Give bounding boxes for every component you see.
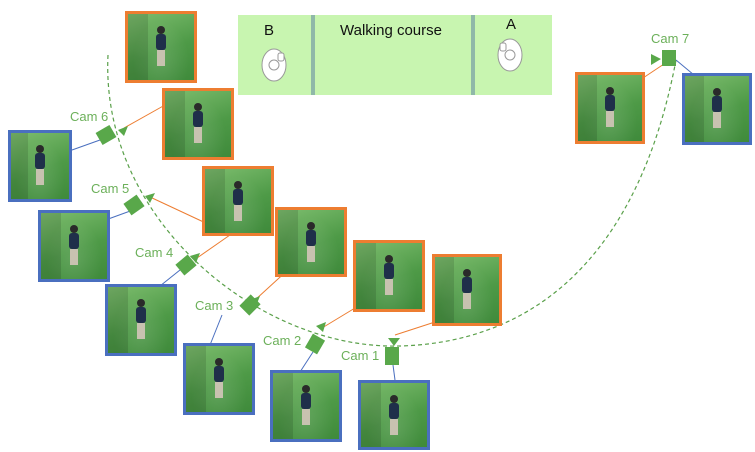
camera-2-label: Cam 2: [263, 333, 302, 348]
walker-icon-right: [497, 38, 523, 72]
thumbnail-cam7-walk-b-to-a: [682, 73, 752, 145]
walker-icon-left: [261, 48, 287, 82]
thumbnail-cam7-walk-a-to-b: [575, 72, 645, 144]
course-boundary-left: [311, 15, 315, 95]
camera-1-label: Cam 1: [341, 348, 380, 363]
camera-6-label: Cam 6: [70, 109, 109, 124]
thumbnail-cam3-walk-b-to-a: [183, 343, 255, 415]
course-title: Walking course: [340, 22, 442, 39]
thumbnail-cam4-walk-b-to-a: [105, 284, 177, 356]
camera-5-label: Cam 5: [91, 181, 130, 196]
walking-path-arc: [107, 54, 677, 347]
blue-connectors: [71, 59, 701, 381]
end-label-b: B: [264, 22, 275, 39]
walking-course-panel: B Walking course A: [238, 15, 552, 95]
thumbnail-cam5-walk-a-to-b: [162, 88, 234, 160]
camera-1-icon: [385, 347, 399, 365]
end-label-a: A: [506, 16, 517, 33]
thumbnail-cam4-walk-a-to-b: [202, 166, 274, 236]
thumbnail-cam1-walk-b-to-a: [358, 380, 430, 450]
thumbnail-cam6-walk-a-to-b: [125, 11, 197, 83]
thumbnail-cam6-walk-b-to-a: [8, 130, 72, 202]
thumbnail-cam3-walk-a-to-b: [275, 207, 347, 277]
walker-icons: [261, 38, 523, 82]
camera-4-label: Cam 4: [135, 245, 174, 260]
camera-7-icon: [662, 50, 676, 66]
thumbnail-cam1-walk-a-to-b: [432, 254, 502, 326]
camera-7-label: Cam 7: [651, 31, 690, 46]
thumbnail-cam2-walk-b-to-a: [270, 370, 342, 442]
thumbnail-cam5-walk-b-to-a: [38, 210, 110, 282]
course-boundary-right: [471, 15, 475, 95]
thumbnail-cam2-walk-a-to-b: [353, 240, 425, 312]
camera-3-label: Cam 3: [195, 298, 234, 313]
